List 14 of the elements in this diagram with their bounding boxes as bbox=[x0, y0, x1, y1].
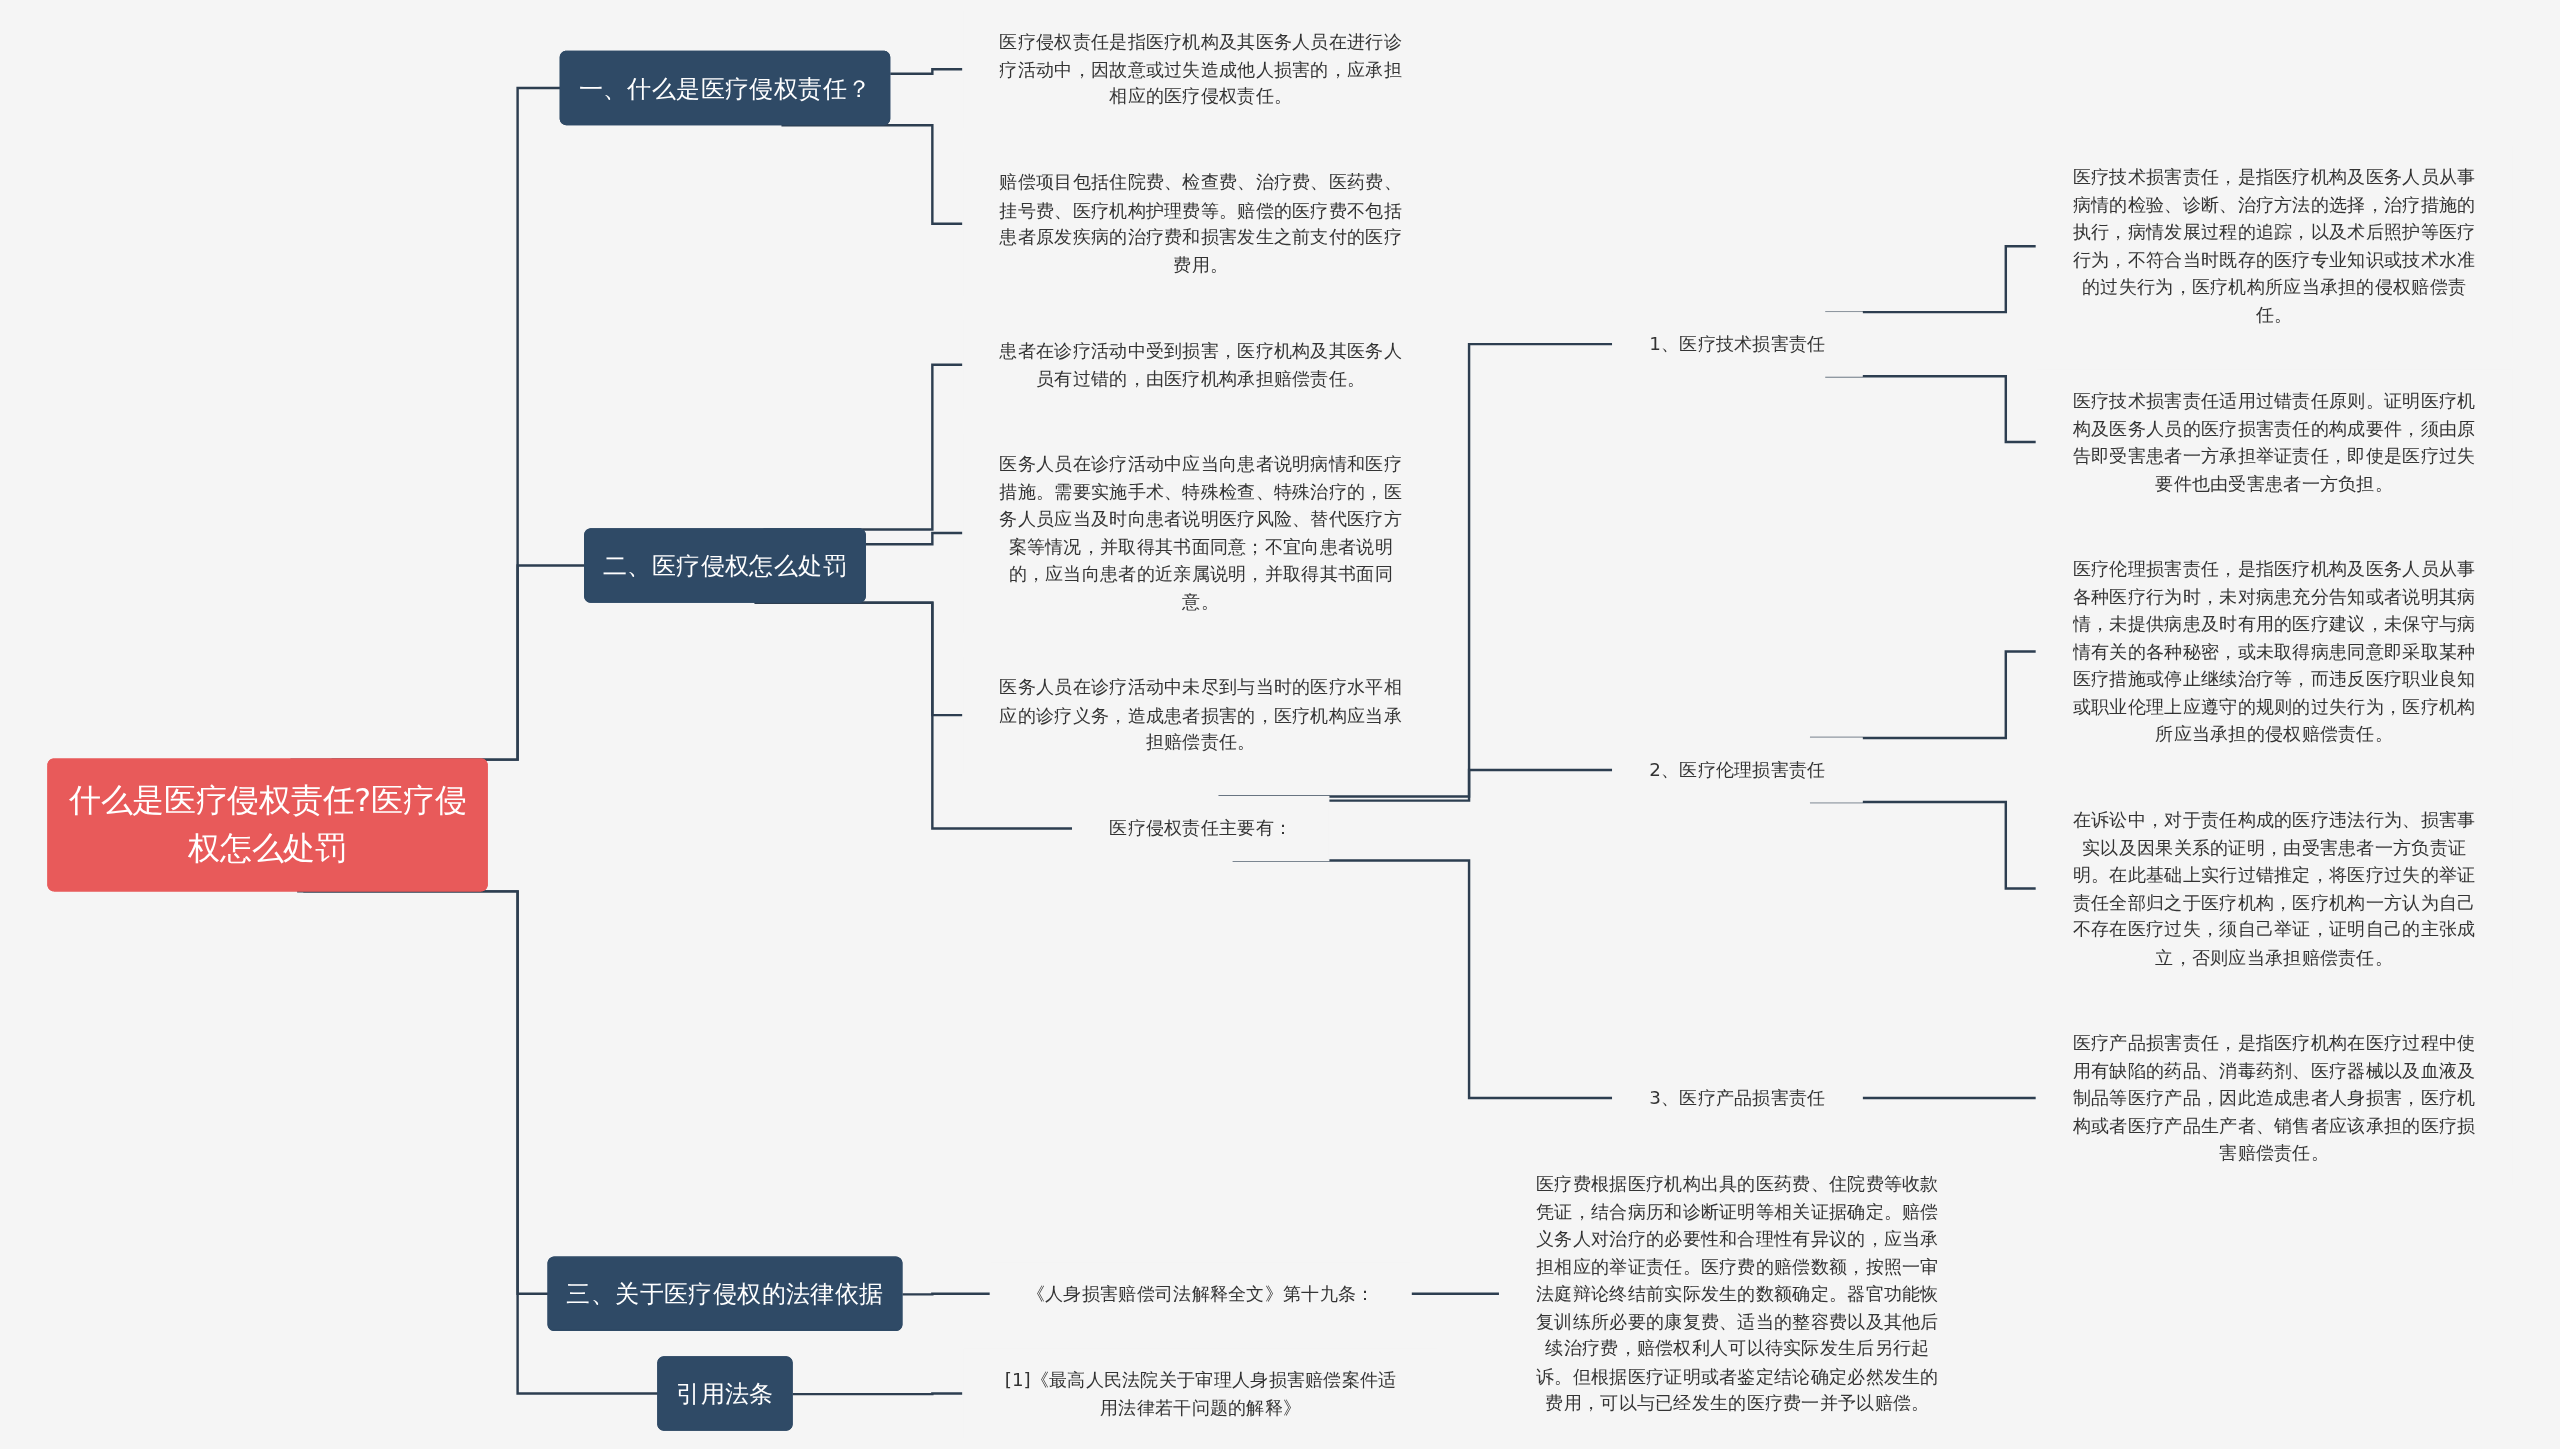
node-text: 医疗伦理损害责任，是指医疗机构及医务人员从事各种医疗行为时，未对病患充分告知或者说明其病情，未提供病患及时有用的医疗建议，未保守与病情有关的各种秘密，或未取得病患同意即采取某种医疗措施或停止继续治疗等，而违反医疗职业良知或职业伦理上应遵守的规则的过失行为，医疗机构所应当承担的侵权赔偿责任。 bbox=[2072, 557, 2476, 745]
node-text: 医疗技术损害责任，是指医疗机构及医务人员从事病情的检验、诊断、治疗方法的选择，治疗措施的执行，病情发展过程的追踪，以及术后照护等医疗行为，不符合当时既存的医疗专业知识或技术水准的过失行为，医疗机构所应当承担的侵权赔偿责任。 bbox=[2072, 166, 2476, 326]
node-text: 医疗侵权责任是指医疗机构及其医务人员在进行诊疗活动中，因故意或过失造成他人损害的，应承担相应的医疗侵权责任。 bbox=[999, 30, 1402, 108]
node-text: 医疗技术损害责任适用过错责任原则。证明医疗机构及医务人员的医疗损害责任的构成要件，须由原告即受害患者一方承担举证责任，即使是医疗过失要件也由受害患者一方负担。 bbox=[2072, 389, 2476, 494]
node-text: 赔偿项目包括住院费、检查费、治疗费、医药费、挂号费、医疗机构护理费等。赔偿的医疗费不包括患者原发疾病的治疗费和损害发生之前支付的医疗费用。 bbox=[999, 171, 1402, 276]
node-text: [1]《最高人民法院关于审理人身损害赔偿案件适用法律若干问题的解释》 bbox=[1004, 1368, 1397, 1418]
node-text: 3、医疗产品损害责任 bbox=[1649, 1086, 1826, 1109]
node-text: 在诉讼中，对于责任构成的医疗违法行为、损害事实以及因果关系的证明，由受害患者一方负责证明。在此基础上实行过错推定，将医疗过失的举证责任全部归之于医疗机构，医疗机构一方认为自己不存在医疗过失，须自己举证，证明自己的主张成立，否则应当承担赔偿责任。 bbox=[2072, 808, 2476, 968]
node-text: 医务人员在诊疗活动中未尽到与当时的医疗水平相应的诊疗义务，造成患者损害的，医疗机构应当承担赔偿责任。 bbox=[999, 676, 1402, 754]
node-text: 医疗产品损害责任，是指医疗机构在医疗过程中使用有缺陷的药品、消毒药剂、医疗器械以及血液及制品等医疗产品，因此造成患者人身损害，医疗机构或者医疗产品生产者、销售者应该承担的医疗损害赔偿责任。 bbox=[2072, 1031, 2476, 1164]
node-text: 医疗费根据医疗机构出具的医药费、住院费等收款凭证，结合病历和诊断证明等相关证据确定。赔偿义务人对治疗的必要性和合理性有异议的，应当承担相应的举证责任。医疗费的赔偿数额，按照一审法庭辩论终结前实际发生的数额确定。器官功能恢复训练所必要的康复费、适当的整容费以及其他后续治疗费，赔偿权利人可以待实际发生后另行起诉。但根据医疗证明或者鉴定结论确定必然发生的费用，可以与已经发生的医疗费一并予以赔偿。 bbox=[1536, 1172, 1939, 1415]
node-text: 患者在诊疗活动中受到损害，医疗机构及其医务人员有过错的，由医疗机构承担赔偿责任。 bbox=[999, 339, 1402, 390]
node-text: 《人身损害赔偿司法解释全文》第十九条： bbox=[1026, 1282, 1375, 1305]
node-text: 医务人员在诊疗活动中应当向患者说明病情和医疗措施。需要实施手术、特殊检查、特殊治疗的，医务人员应当及时向患者说明医疗风险、替代医疗方案等情况，并取得其书面同意；不宜向患者说明的，应当向患者的近亲属说明，并取得其书面同意。 bbox=[999, 453, 1402, 613]
